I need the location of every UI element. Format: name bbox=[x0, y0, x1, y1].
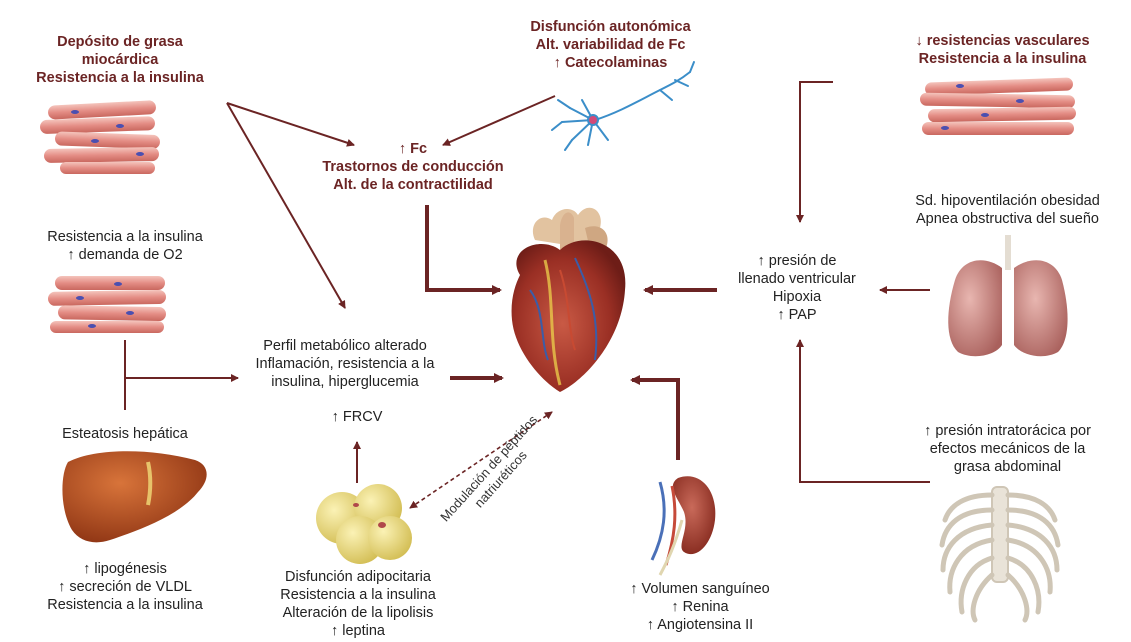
insulin-o2-line-2: ↑ demanda de O2 bbox=[25, 246, 225, 264]
renal-line-2: ↑ Renina bbox=[610, 598, 790, 616]
filling-line-4: ↑ PAP bbox=[712, 306, 882, 324]
autonomic-line-2: Alt. variabilidad de Fc bbox=[498, 36, 723, 54]
lipogenesis-line-2: ↑ secreción de VLDL bbox=[25, 578, 225, 596]
vascular-label: ↓ resistencias vasculares Resistencia a … bbox=[890, 32, 1115, 68]
arrow-renal-to-heart bbox=[632, 380, 678, 460]
vascular-line-2: Resistencia a la insulina bbox=[890, 50, 1115, 68]
heart-icon bbox=[512, 208, 626, 392]
arrow-myofat-to-metabolic bbox=[227, 103, 345, 308]
adipocyte-line-2: Resistencia a la insulina bbox=[258, 586, 458, 604]
metabolic-line-3: insulina, hiperglucemia bbox=[240, 373, 450, 391]
intrathoracic-line-1: ↑ presión intratorácica por bbox=[885, 422, 1130, 440]
muscle-fibers-icon bbox=[48, 276, 166, 333]
renal-label: ↑ Volumen sanguíneo ↑ Renina ↑ Angiotens… bbox=[610, 580, 790, 634]
filling-line-1: ↑ presión de bbox=[712, 252, 882, 270]
frcv-text: ↑ FRCV bbox=[297, 408, 417, 426]
conduction-line-1: ↑ Fc bbox=[283, 140, 543, 158]
insulin-o2-label: Resistencia a la insulina ↑ demanda de O… bbox=[25, 228, 225, 264]
metabolic-label: Perfil metabólico alterado Inflamación, … bbox=[240, 337, 450, 391]
myocardial-fat-line-3: Resistencia a la insulina bbox=[15, 69, 225, 87]
intrathoracic-line-2: efectos mecánicos de la bbox=[885, 440, 1130, 458]
renal-line-3: ↑ Angiotensina II bbox=[610, 616, 790, 634]
frcv-label: ↑ FRCV bbox=[297, 408, 417, 426]
adipocyte-line-3: Alteración de la lipolisis bbox=[258, 604, 458, 622]
kidney-icon bbox=[652, 476, 715, 575]
conduction-label: ↑ Fc Trastornos de conducción Alt. de la… bbox=[283, 140, 543, 194]
steatosis-text: Esteatosis hepática bbox=[30, 425, 220, 443]
autonomic-label: Disfunción autonómica Alt. variabilidad … bbox=[498, 18, 723, 72]
arrow-vascular-to-filling bbox=[800, 82, 833, 222]
autonomic-line-3: ↑ Catecolaminas bbox=[498, 54, 723, 72]
conduction-line-2: Trastornos de conducción bbox=[283, 158, 543, 176]
lipogenesis-line-1: ↑ lipogénesis bbox=[25, 560, 225, 578]
myocardial-fat-line-1: Depósito de grasa bbox=[15, 33, 225, 51]
lungs-icon bbox=[948, 235, 1067, 356]
metabolic-line-2: Inflamación, resistencia a la bbox=[240, 355, 450, 373]
steatosis-label: Esteatosis hepática bbox=[30, 425, 220, 443]
arrow-autonomic-to-conduction bbox=[443, 96, 555, 145]
ribcage-icon bbox=[942, 487, 1058, 620]
hypoventilation-line-2: Apnea obstructiva del sueño bbox=[885, 210, 1130, 228]
filling-label: ↑ presión de llenado ventricular Hipoxia… bbox=[712, 252, 882, 324]
renal-line-1: ↑ Volumen sanguíneo bbox=[610, 580, 790, 598]
filling-line-2: llenado ventricular bbox=[712, 270, 882, 288]
conduction-line-3: Alt. de la contractilidad bbox=[283, 176, 543, 194]
myocardial-fat-label: Depósito de grasa miocárdica Resistencia… bbox=[15, 33, 225, 87]
lipogenesis-label: ↑ lipogénesis ↑ secreción de VLDL Resist… bbox=[25, 560, 225, 614]
filling-line-3: Hipoxia bbox=[712, 288, 882, 306]
adipocyte-line-4: ↑ leptina bbox=[258, 622, 458, 640]
autonomic-line-1: Disfunción autonómica bbox=[498, 18, 723, 36]
adipocytes-icon bbox=[316, 484, 412, 564]
hypoventilation-label: Sd. hipoventilación obesidad Apnea obstr… bbox=[885, 192, 1130, 228]
insulin-o2-line-1: Resistencia a la insulina bbox=[25, 228, 225, 246]
metabolic-line-1: Perfil metabólico alterado bbox=[240, 337, 450, 355]
adipocyte-line-1: Disfunción adipocitaria bbox=[258, 568, 458, 586]
myocardial-fat-line-2: miocárdica bbox=[15, 51, 225, 69]
arrow-myofat-to-conduction bbox=[227, 103, 354, 145]
neuron-icon bbox=[552, 62, 694, 150]
arrow-conduction-to-heart bbox=[427, 205, 500, 290]
muscle-fibers-icon bbox=[40, 100, 160, 174]
intrathoracic-label: ↑ presión intratorácica por efectos mecá… bbox=[885, 422, 1130, 476]
intrathoracic-line-3: grasa abdominal bbox=[885, 458, 1130, 476]
vascular-line-1: ↓ resistencias vasculares bbox=[890, 32, 1115, 50]
hypoventilation-line-1: Sd. hipoventilación obesidad bbox=[885, 192, 1130, 210]
adipocyte-label: Disfunción adipocitaria Resistencia a la… bbox=[258, 568, 458, 640]
liver-icon bbox=[62, 451, 206, 542]
muscle-fibers-icon bbox=[920, 77, 1076, 135]
lipogenesis-line-3: Resistencia a la insulina bbox=[25, 596, 225, 614]
